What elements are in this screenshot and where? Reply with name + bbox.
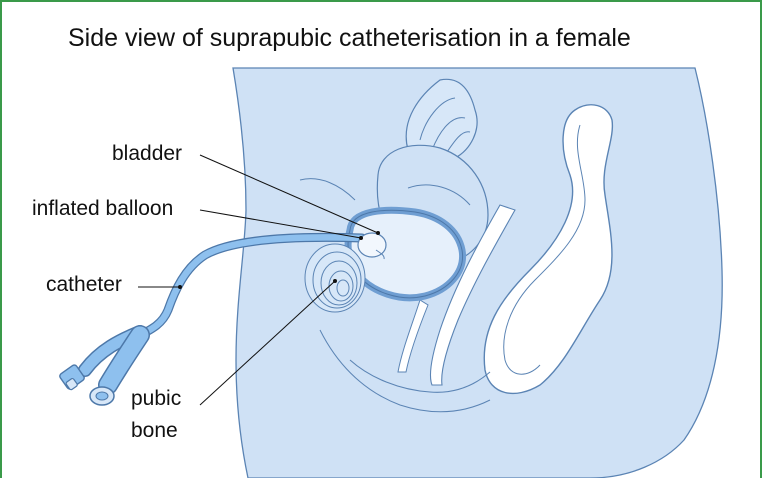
label-catheter: catheter <box>46 273 122 297</box>
figure-title: Side view of suprapubic catheterisation … <box>68 24 631 53</box>
catheter-pointer-dot <box>178 285 182 289</box>
bladder-pointer-dot <box>376 231 380 235</box>
label-bone: bone <box>131 419 178 443</box>
label-pubic: pubic <box>131 387 181 411</box>
label-inflated-balloon: inflated balloon <box>32 197 173 221</box>
label-bladder: bladder <box>112 142 182 166</box>
pubic-bone-pointer-dot <box>333 279 337 283</box>
balloon-pointer-dot <box>359 236 363 240</box>
pubic-bone <box>305 244 365 312</box>
